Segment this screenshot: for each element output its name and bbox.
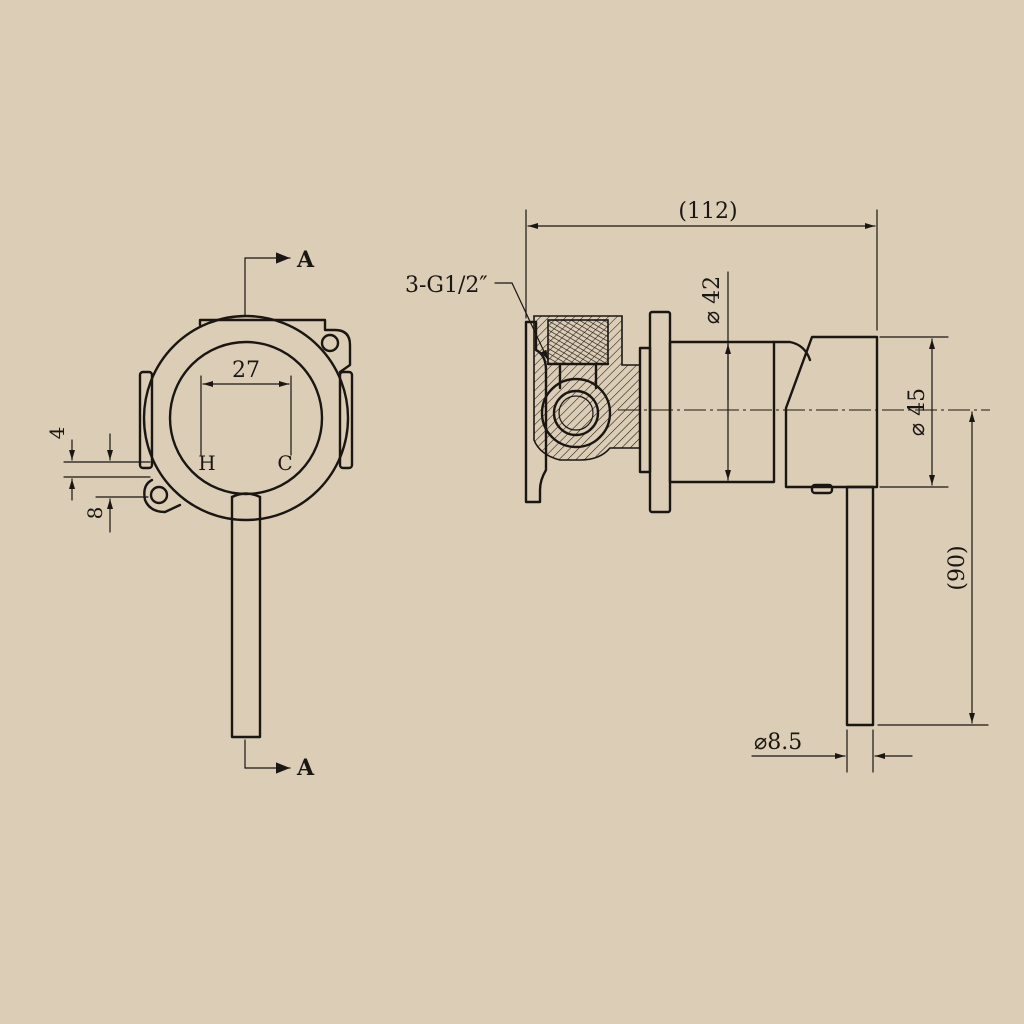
dimension-27	[200, 375, 292, 456]
thread-callout: 3-G1/2″	[405, 273, 488, 298]
dimension-112	[525, 209, 878, 331]
mounting-bracket	[138, 318, 354, 514]
dimension-112-label: (112)	[678, 199, 737, 224]
dimension-offsets	[63, 433, 151, 533]
cold-label: C	[277, 451, 292, 475]
escutcheon-plate	[648, 310, 672, 514]
dimension-45	[879, 336, 949, 488]
thread-leader	[494, 282, 549, 361]
handle-hub	[784, 335, 879, 489]
bore-ring-inner	[552, 389, 600, 437]
thread-inlet	[547, 319, 609, 365]
side-lever	[845, 485, 875, 727]
dimension-42-label: ⌀ 42	[700, 276, 725, 324]
dimension-8-5	[751, 729, 913, 773]
section-marker-bottom: A	[296, 755, 315, 781]
hot-label: H	[198, 451, 215, 475]
front-lever	[230, 495, 262, 739]
bore-ring-outer	[540, 377, 612, 449]
cover-plate-outer	[142, 314, 350, 522]
dimension-8-label: 8	[83, 507, 107, 520]
dimension-27-label: 27	[232, 358, 260, 383]
valve-cylinder	[668, 340, 776, 484]
dimension-8-5-label: ⌀8.5	[754, 730, 802, 755]
dimension-45-label: ⌀ 45	[905, 388, 930, 436]
dimension-90-label: (90)	[945, 545, 970, 590]
section-marker-top: A	[296, 247, 315, 273]
side-view: (112) 3-G1/2″ ⌀ 42 ⌀ 45 (90) ⌀8.5	[405, 199, 990, 773]
dimension-4-label: 4	[45, 427, 69, 440]
front-view: A A 27 H C 4 8	[45, 247, 354, 781]
dimension-90	[877, 411, 989, 726]
section-line-a	[244, 252, 291, 774]
